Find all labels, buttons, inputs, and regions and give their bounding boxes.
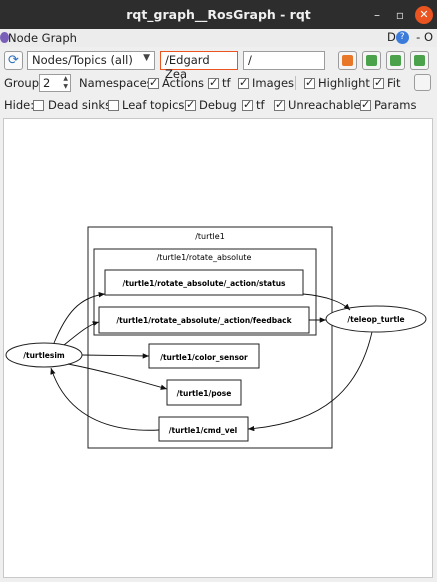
topic-pose-box[interactable]: [166, 379, 242, 406]
save-svg-button[interactable]: [386, 51, 405, 70]
maximize-button[interactable]: ▫: [395, 8, 405, 22]
load-dot-button[interactable]: [338, 51, 357, 70]
plugin-title: Node Graph: [8, 31, 77, 45]
edge-turtlesim-pose: [67, 363, 168, 390]
images-checkbox[interactable]: [238, 76, 249, 89]
debug-checkbox[interactable]: [185, 98, 196, 111]
edge-status-teleop: [302, 293, 351, 311]
fit-label: Fit: [387, 76, 401, 90]
spin-arrows-icon[interactable]: ▲▼: [63, 75, 68, 90]
hide-tf-checkbox[interactable]: [242, 98, 253, 111]
params-checkbox[interactable]: [360, 98, 371, 111]
topic-feedback-label: /turtle1/rotate_absolute/_action/feedbac…: [116, 316, 292, 325]
topic-cmd-vel-box[interactable]: [158, 416, 249, 442]
window-title: rqt_graph__RosGraph - rqt: [126, 7, 311, 22]
node-filter-input[interactable]: /Edgard Zea: [160, 51, 238, 81]
dead-sinks-checkbox[interactable]: [33, 100, 44, 111]
namespaces-checkbox[interactable]: [148, 76, 159, 89]
toolbar-row: ⟳ Nodes/Topics (all) ▼ /Edgard Zea /: [0, 49, 437, 81]
edge-turtlesim-status: [53, 292, 106, 344]
hide-row: Hide: Dead sinks Leaf topics Debug tf Un…: [0, 95, 437, 115]
actions-checkbox[interactable]: [208, 76, 219, 89]
close-plugin-button[interactable]: O: [423, 30, 433, 44]
actions-label: Actions: [162, 76, 205, 90]
edge-cmd-vel-turtlesim: [50, 367, 160, 431]
graph-svg: /turtle1 /turtle1/rotate_absolute /turtl…: [5, 226, 427, 449]
node-turtlesim-label: /turtlesim: [23, 351, 65, 360]
tf-label: tf: [222, 76, 231, 90]
minimize-button[interactable]: –: [374, 8, 380, 22]
edge-teleop-cmd-vel: [247, 331, 373, 432]
close-button[interactable]: ✕: [415, 6, 433, 24]
plugin-titlebar: Node Graph D? - O: [0, 29, 437, 47]
chevron-down-icon: ▼: [143, 53, 150, 63]
edge-turtlesim-feedback: [63, 321, 100, 346]
cluster-turtle1-box: [87, 226, 333, 449]
topic-pose-label: /turtle1/pose: [177, 389, 232, 398]
help-icon[interactable]: ?: [395, 31, 409, 44]
plugin-controls: D? - O: [387, 30, 433, 44]
hide-label: Hide:: [4, 98, 35, 112]
node-teleop-turtle[interactable]: [325, 305, 427, 333]
group-spinbox-value: 2: [43, 76, 51, 90]
save-icon: [366, 55, 377, 66]
cluster-rotate-absolute-label: /turtle1/rotate_absolute: [157, 253, 252, 262]
save-dot-button[interactable]: [362, 51, 381, 70]
dead-sinks-label: Dead sinks: [48, 98, 112, 112]
unreachable-checkbox[interactable]: [274, 98, 285, 111]
namespaces-checkbox-label: Namespaces: [79, 76, 153, 90]
edge-turtlesim-color-sensor: [81, 353, 150, 359]
hide-plugin-button[interactable]: -: [416, 30, 421, 44]
topic-status-label: /turtle1/rotate_absolute/_action/status: [123, 279, 287, 288]
topic-status-box[interactable]: [104, 269, 304, 296]
topic-filter-input[interactable]: /: [243, 51, 325, 70]
refresh-icon[interactable]: ⟳: [4, 51, 23, 70]
topic-color-sensor-label: /turtle1/color_sensor: [160, 353, 248, 362]
node-teleop-turtle-label: /teleop_turtle: [347, 315, 404, 324]
separator: [295, 76, 296, 90]
highlight-checkbox[interactable]: [304, 76, 315, 89]
leaf-topics-label: Leaf topics: [122, 98, 185, 112]
topic-cmd-vel-label: /turtle1/cmd_vel: [169, 426, 238, 435]
graph-canvas[interactable]: /turtle1 /turtle1/rotate_absolute /turtl…: [3, 118, 433, 578]
fit-in-view-button[interactable]: [414, 74, 431, 91]
group-label: Group:: [4, 76, 43, 90]
debug-label: Debug: [199, 98, 237, 112]
group-row: Group: 2 ▲▼ Namespaces Actions tf Images…: [0, 73, 437, 95]
group-spinbox[interactable]: 2 ▲▼: [39, 74, 71, 92]
unreachable-label: Unreachable: [288, 98, 361, 112]
highlight-label: Highlight: [318, 76, 370, 90]
cluster-turtle1-label: /turtle1: [195, 232, 225, 241]
params-label: Params: [374, 98, 417, 112]
folder-icon: [342, 55, 353, 66]
save-image-icon: [414, 55, 425, 66]
fit-checkbox[interactable]: [373, 76, 384, 89]
cluster-rotate-absolute-box: [93, 248, 317, 336]
graph-mode-combobox[interactable]: Nodes/Topics (all) ▼: [27, 51, 155, 70]
leaf-topics-checkbox[interactable]: [108, 100, 119, 111]
node-graph-icon: [0, 32, 9, 43]
graph-mode-value: Nodes/Topics (all): [32, 53, 133, 67]
save-svg-icon: [390, 55, 401, 66]
images-label: Images: [252, 76, 295, 90]
save-image-button[interactable]: [410, 51, 429, 70]
dock-button[interactable]: D: [386, 30, 396, 44]
hide-tf-label: tf: [256, 98, 265, 112]
graph-edges: [50, 292, 373, 432]
window-titlebar: rqt_graph__RosGraph - rqt – ▫ ✕: [0, 0, 437, 29]
